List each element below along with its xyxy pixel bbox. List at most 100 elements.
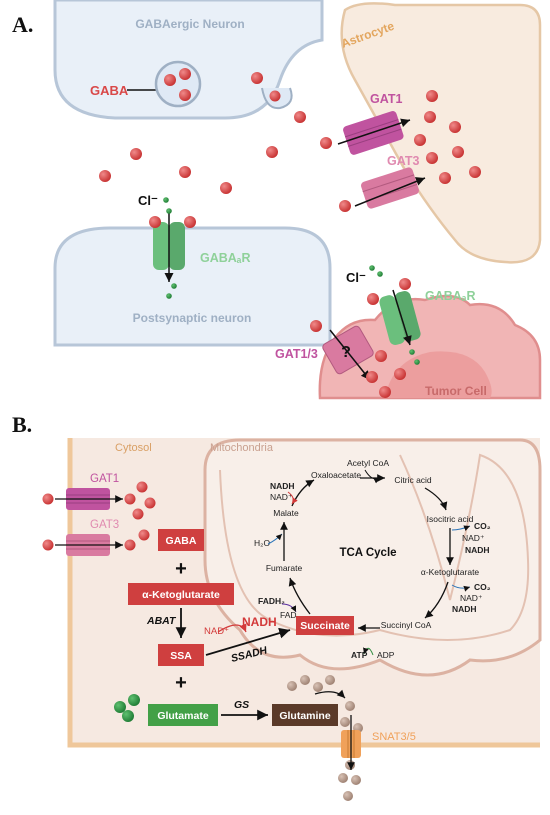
- postsynaptic-neuron: [53, 226, 332, 347]
- plus-sign-1: +: [175, 558, 187, 580]
- tca-oxaloacetate: Oxaloacetate: [311, 470, 361, 480]
- gaba-molecules-tumor: [310, 320, 406, 398]
- tca-nadh-2: NADH: [452, 604, 477, 614]
- gaba-bound: [367, 293, 379, 305]
- mitochondria-label: Mitochondria: [210, 442, 274, 454]
- chloride-ion: [414, 359, 420, 365]
- tumor-cell-label: Tumor Cell: [425, 384, 487, 398]
- chloride-ion: [171, 283, 177, 289]
- nad-label-b: NAD⁺: [204, 626, 229, 637]
- gat13-uptake-arrow: [329, 329, 371, 381]
- gat3-transporter: [361, 167, 419, 209]
- tca-cycle-label: TCA Cycle: [339, 547, 396, 559]
- tca-nad-3: NAD⁺: [270, 492, 293, 502]
- gabaergic-neuron: [53, 0, 324, 120]
- chloride-label: Cl⁻: [138, 193, 158, 208]
- gaba-bound: [184, 216, 196, 228]
- gaba-bound: [149, 216, 161, 228]
- astrocyte: [340, 2, 542, 264]
- snat-label: SNAT3/5: [372, 731, 416, 743]
- succinate-box: [296, 616, 354, 635]
- chloride-ion: [409, 349, 415, 355]
- gaba-box-label: GABA: [166, 535, 197, 547]
- tca-fadh2: FADH₂: [258, 596, 285, 606]
- tca-nadh-1: NADH: [465, 545, 490, 555]
- glutamate-box: [148, 704, 218, 726]
- aketoglutarate-box-label: α-Ketoglutarate: [142, 589, 220, 601]
- synaptic-vesicle: [154, 60, 202, 108]
- tca-adp: ADP: [377, 650, 395, 660]
- tca-citric-acid: Citric acid: [394, 475, 432, 485]
- glutamate-box-label: Glutamate: [157, 710, 209, 722]
- tca-co2-2: CO₂: [474, 582, 491, 592]
- glutamine-box: [272, 704, 338, 726]
- gat3-label-b: GAT3: [90, 519, 119, 531]
- gabaa-receptor-tumor: [379, 291, 421, 345]
- chloride-label-tumor: Cl⁻: [346, 270, 366, 285]
- chloride-ion: [166, 208, 172, 214]
- gat13-unknown-mark: ?: [341, 344, 351, 361]
- glutamine-export-arrow: [314, 689, 346, 699]
- glutamate-molecules: [114, 694, 140, 722]
- gaba-molecule: [179, 68, 191, 80]
- gaba-molecule: [179, 89, 191, 101]
- gaba-bound: [399, 278, 411, 290]
- gaba-molecules-b: [42, 481, 156, 551]
- postsynaptic-neuron-label: Postsynaptic neuron: [133, 311, 252, 325]
- tca-nad-1: NAD⁺: [462, 533, 485, 543]
- gabaar-label-post: GABAₐR: [200, 251, 251, 265]
- chloride-ion: [369, 265, 375, 271]
- panel-a-letter: A.: [12, 12, 33, 37]
- tca-nad-2: NAD⁺: [460, 593, 483, 603]
- tca-h2o: H₂O: [254, 538, 270, 548]
- gaba-molecules-cleft: [99, 72, 351, 212]
- tca-isocitric-acid: Isocitric acid: [427, 514, 474, 524]
- tumor-nucleus: [385, 351, 492, 398]
- aketoglutarate-box: [128, 583, 234, 605]
- gat1-label: GAT1: [370, 92, 402, 106]
- tca-malate: Malate: [273, 508, 299, 518]
- tca-co2-1: CO₂: [474, 521, 491, 531]
- tca-acetyl-coa: Acetyl CoA: [347, 458, 389, 468]
- chloride-ion: [163, 197, 169, 203]
- glutamine-box-label: Glutamine: [279, 710, 331, 722]
- plus-sign-2: +: [175, 672, 187, 694]
- gaba-molecules-astrocyte: [414, 90, 481, 184]
- gaba-molecule: [269, 90, 281, 102]
- cytosol-label: Cytosol: [115, 442, 152, 454]
- tca-nadh-3: NADH: [270, 481, 295, 491]
- gat1-uptake-arrow: [337, 118, 411, 145]
- tca-aketoglutarate: α-Ketoglutarate: [421, 567, 480, 577]
- gabaergic-neuron-label: GABAergic Neuron: [135, 17, 244, 31]
- gs-label: GS: [234, 699, 249, 711]
- nadh-label-b: NADH: [242, 615, 277, 629]
- abat-label: ABAT: [146, 615, 177, 627]
- tca-cycle-arrows: [280, 474, 454, 632]
- gaba-label: GABA: [90, 83, 129, 98]
- tca-fad: FAD: [280, 610, 297, 620]
- gat3-label: GAT3: [387, 154, 419, 168]
- gabaa-receptor-post: [153, 210, 185, 282]
- panel-b-letter: B.: [12, 412, 32, 437]
- gaba-molecule: [164, 74, 176, 86]
- atp-adp-arrow: [363, 647, 374, 656]
- tumor-cl-arrow: [392, 289, 412, 346]
- ssa-box-label: SSA: [170, 650, 192, 662]
- mitochondria-cristae: [219, 453, 530, 641]
- nad-to-nadh-arrow: [217, 623, 247, 633]
- gabaar-label-tumor: GABAₐR: [425, 289, 476, 303]
- gat13-transporter: [322, 325, 374, 375]
- ssadh-arrow: [205, 627, 291, 656]
- succinate-box-label: Succinate: [300, 620, 350, 632]
- tca-fumarate: Fumarate: [266, 563, 303, 573]
- tca-cofactor-arrows: [267, 491, 471, 613]
- gat1-label-b: GAT1: [90, 473, 119, 485]
- gaba-box: [158, 529, 204, 551]
- chloride-ion: [166, 293, 172, 299]
- ssa-box: [158, 644, 204, 666]
- gat13-label: GAT1/3: [275, 347, 318, 361]
- gat3-uptake-arrow: [354, 177, 426, 207]
- chloride-ion: [377, 271, 383, 277]
- tca-atp: ATP: [351, 650, 368, 660]
